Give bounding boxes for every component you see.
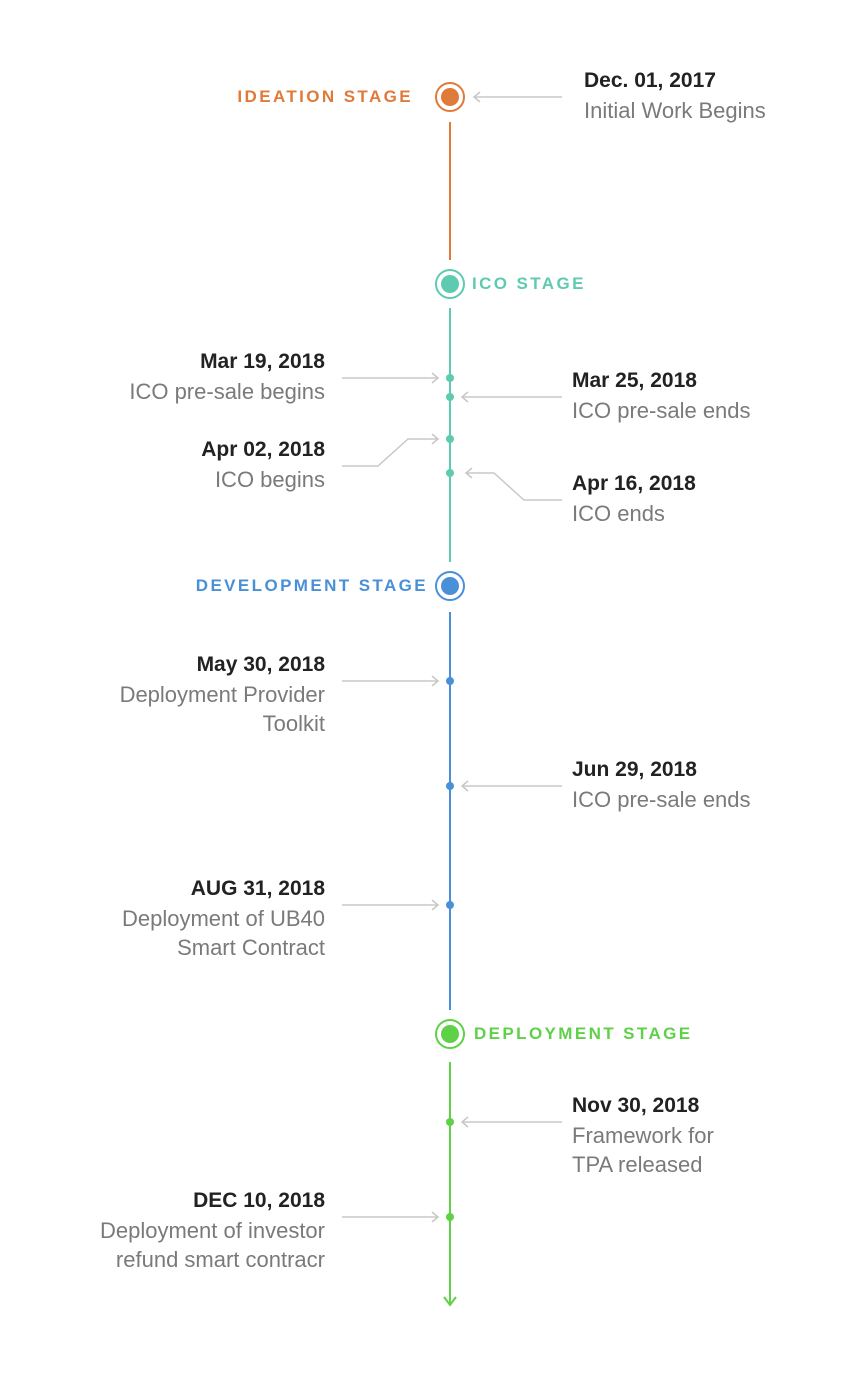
event-jun29: Jun 29, 2018 ICO pre-sale ends <box>572 755 854 814</box>
event-description: ICO begins <box>214 467 325 492</box>
event-date: DEC 10, 2018 <box>193 1189 325 1212</box>
event-dot-apr16 <box>446 469 454 477</box>
event-description-line1: Deployment of investor <box>100 1218 325 1243</box>
event-description-line2: TPA released <box>572 1152 703 1177</box>
event-apr02: Apr 02, 2018 ICO begins <box>25 435 325 494</box>
event-mar25: Mar 25, 2018 ICO pre-sale ends <box>572 366 854 425</box>
event-may30: May 30, 2018 Deployment Provider Toolkit <box>25 650 325 738</box>
deployment-stage-node <box>435 1019 465 1049</box>
development-stage-node <box>435 571 465 601</box>
connector-dec10 <box>342 1211 440 1223</box>
event-description-line2: Smart Contract <box>177 935 325 960</box>
development-stage-label: DEVELOPMENT STAGE <box>195 576 428 595</box>
event-description: ICO pre-sale begins <box>129 379 325 404</box>
event-date: Mar 25, 2018 <box>572 369 697 392</box>
event-description: ICO pre-sale ends <box>572 787 751 812</box>
event-description-line1: Framework for <box>572 1123 714 1148</box>
event-dec01: Dec. 01, 2017 Initial Work Begins <box>584 66 844 125</box>
event-dot-apr02 <box>446 435 454 443</box>
connector-apr16 <box>464 467 562 501</box>
event-dot-may30 <box>446 677 454 685</box>
ico-stage-label: ICO STAGE <box>472 274 586 293</box>
event-date: Apr 16, 2018 <box>572 472 696 495</box>
event-description: Initial Work Begins <box>584 98 766 123</box>
connector-aug31 <box>342 899 440 911</box>
connector-mar19 <box>342 372 440 384</box>
event-description-line1: Deployment Provider <box>119 682 325 707</box>
event-description: ICO ends <box>572 501 665 526</box>
event-date: Jun 29, 2018 <box>572 758 697 781</box>
event-dot-mar19 <box>446 374 454 382</box>
event-mar19: Mar 19, 2018 ICO pre-sale begins <box>25 347 325 406</box>
ideation-stage-node <box>435 82 465 112</box>
event-description: ICO pre-sale ends <box>572 398 751 423</box>
ideation-stage-label: IDEATION STAGE <box>237 87 413 106</box>
event-apr16: Apr 16, 2018 ICO ends <box>572 469 854 528</box>
event-dot-mar25 <box>446 393 454 401</box>
event-nov30: Nov 30, 2018 Framework for TPA released <box>572 1091 854 1179</box>
connector-apr02 <box>342 433 440 467</box>
event-dot-nov30 <box>446 1118 454 1126</box>
event-dot-aug31 <box>446 901 454 909</box>
connector-mar25 <box>460 391 562 403</box>
event-dec10: DEC 10, 2018 Deployment of investor refu… <box>25 1186 325 1274</box>
event-aug31: AUG 31, 2018 Deployment of UB40 Smart Co… <box>25 874 325 962</box>
connector-nov30 <box>460 1116 562 1128</box>
connector-dec01 <box>472 91 562 103</box>
deployment-stage-label: DEPLOYMENT STAGE <box>474 1024 693 1043</box>
event-date: AUG 31, 2018 <box>190 877 325 900</box>
event-date: May 30, 2018 <box>196 653 325 676</box>
timeline-end-arrow <box>443 1296 457 1307</box>
event-date: Nov 30, 2018 <box>572 1094 700 1117</box>
connector-may30 <box>342 675 440 687</box>
event-date: Mar 19, 2018 <box>200 350 325 373</box>
event-dot-jun29 <box>446 782 454 790</box>
ico-stage-node <box>435 269 465 299</box>
event-date: Dec. 01, 2017 <box>584 69 716 92</box>
event-description-line2: refund smart contracr <box>115 1247 325 1272</box>
event-description-line2: Toolkit <box>262 711 325 736</box>
event-date: Apr 02, 2018 <box>201 438 325 461</box>
event-dot-dec10 <box>446 1213 454 1221</box>
connector-jun29 <box>460 780 562 792</box>
event-description-line1: Deployment of UB40 <box>122 906 325 931</box>
